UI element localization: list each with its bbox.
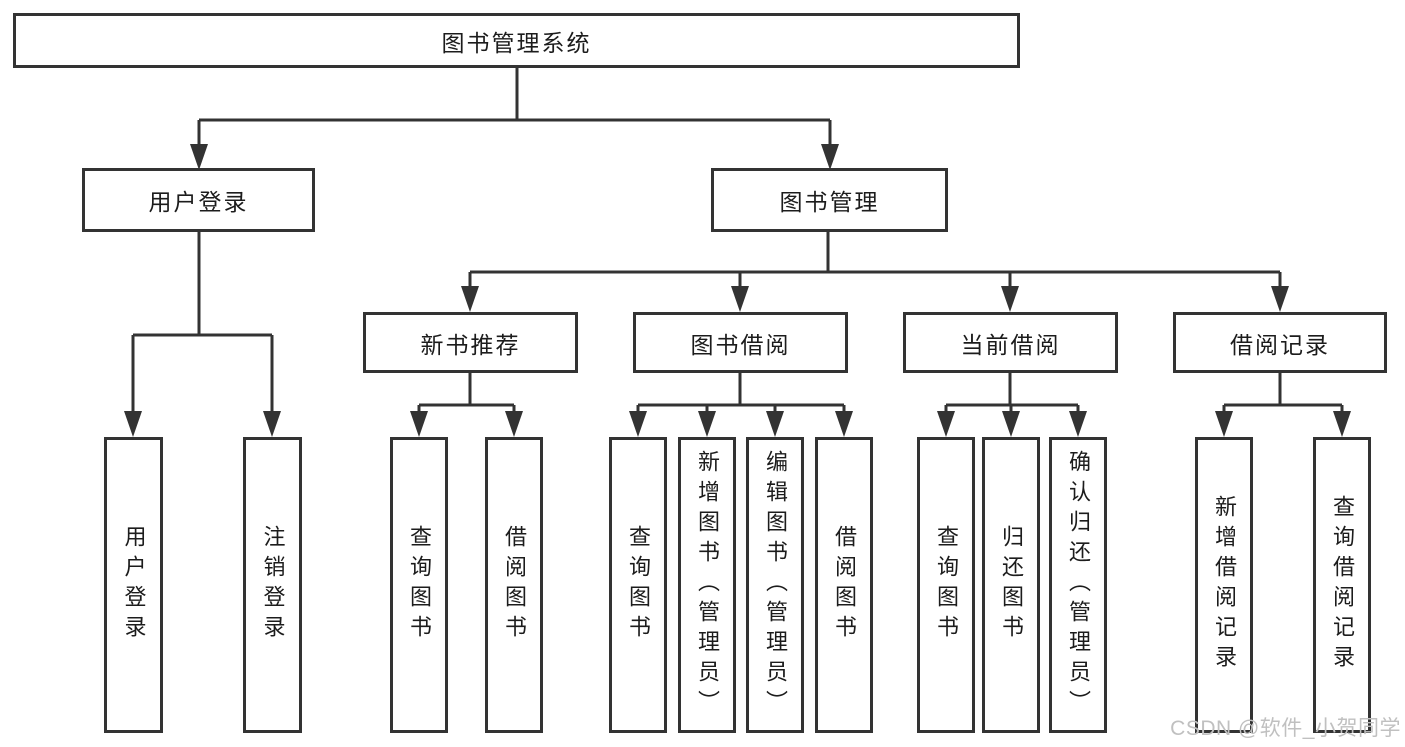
leaf-records-query-record: 查询借阅记录 <box>1313 437 1371 733</box>
leaf-borrow-borrow-books: 借阅图书 <box>815 437 873 733</box>
leaf-user-login: 用户登录 <box>104 437 163 733</box>
leaf-current-return-books: 归还图书 <box>982 437 1040 733</box>
node-current-borrowing: 当前借阅 <box>903 312 1118 373</box>
leaf-current-confirm-return-admin: 确认归还（管理员） <box>1049 437 1107 733</box>
node-user-login: 用户登录 <box>82 168 315 232</box>
leaf-borrow-edit-books-admin: 编辑图书（管理员） <box>746 437 804 733</box>
leaf-borrow-add-books-admin: 新增图书（管理员） <box>678 437 736 733</box>
arrow-down-icons <box>124 144 1351 437</box>
leaf-borrow-query-books: 查询图书 <box>609 437 667 733</box>
node-borrowing-records: 借阅记录 <box>1173 312 1387 373</box>
node-new-book-recommendation: 新书推荐 <box>363 312 578 373</box>
leaf-recommend-query-books: 查询图书 <box>390 437 448 733</box>
leaf-recommend-borrow-books: 借阅图书 <box>485 437 543 733</box>
node-library-management-system: 图书管理系统 <box>13 13 1020 68</box>
watermark-text: CSDN @软件_小贺同学 <box>1170 717 1401 740</box>
leaf-current-query-books: 查询图书 <box>917 437 975 733</box>
node-book-borrowing: 图书借阅 <box>633 312 848 373</box>
node-book-management: 图书管理 <box>711 168 948 232</box>
leaf-logout: 注销登录 <box>243 437 302 733</box>
leaf-records-add-record: 新增借阅记录 <box>1195 437 1253 733</box>
